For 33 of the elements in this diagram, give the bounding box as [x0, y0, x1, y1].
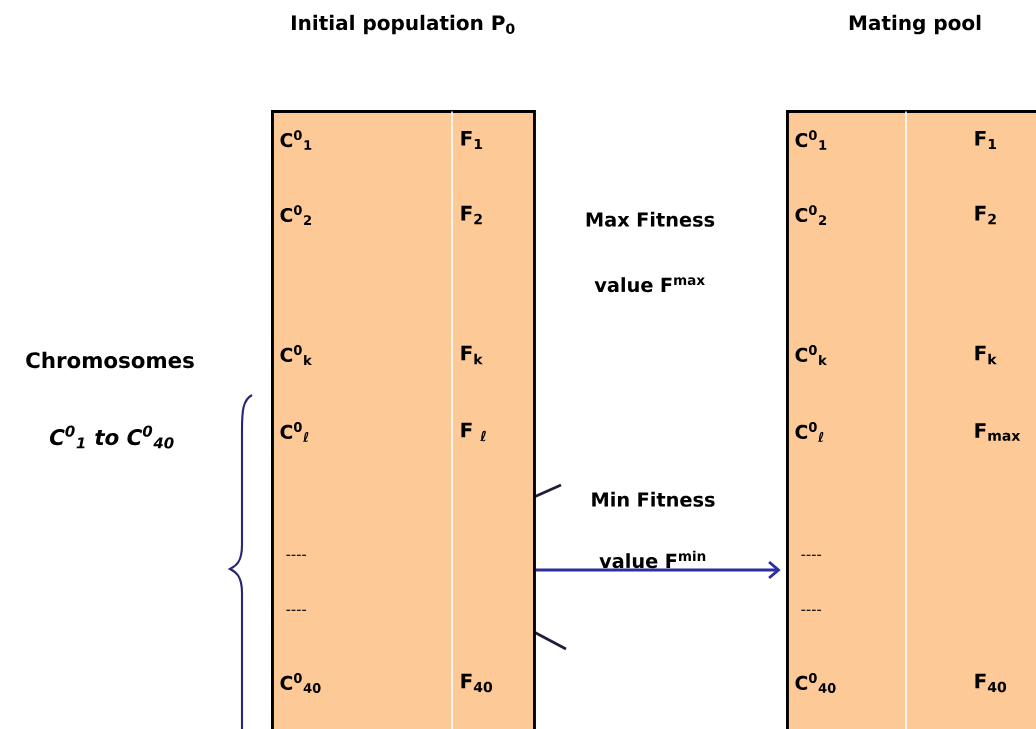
table-cell-text: C$^{0}$k [280, 345, 312, 365]
column-heading: Initial population P$_{0}$ [292, 14, 515, 35]
side-label: C$^{0}$$_{1}$ to C$^{0}$40 [49, 425, 174, 449]
table-cell-text: C$^{0}$1 [795, 130, 827, 150]
table-column [271, 110, 536, 729]
table-cell-text: F$_{max}$ [975, 423, 1021, 441]
arrow [535, 560, 781, 580]
annotation-text: Max Fitness value F$^{max}$ [586, 211, 715, 293]
table-cell-text: F$_{40}$ [461, 673, 493, 693]
side-label: Chromosomes [26, 351, 194, 369]
table-cell-text: C$^{0}$1 [280, 130, 312, 150]
table-cell-text: ---- [286, 609, 307, 611]
table-cell-text: F$_{k}$ [461, 345, 483, 365]
table-cell-text: C$^{0}$k [795, 345, 827, 365]
table-cell-text: C$^{0}$2 [280, 205, 312, 225]
table-cell-text: F$_{1}$ [461, 130, 483, 150]
table-cell-text: C$^{0}$40 [795, 673, 836, 693]
table-cell-text: C$^{0}$2 [795, 205, 827, 225]
table-cell-text: C$^{0}$ℓ [280, 422, 309, 442]
table-cell-text: F$_{2}$ [975, 205, 996, 225]
table-column [786, 110, 1036, 729]
table-cell-text: F$_{2}$ [461, 205, 482, 225]
table-cell-text: F $_{ℓ}$ [461, 422, 486, 442]
table-cell-text: C$^{0}$40 [280, 673, 321, 693]
table-cell-text: ---- [801, 554, 822, 556]
table-cell-text: ---- [286, 554, 307, 556]
table-cell-text: C$^{0}$ℓ [795, 422, 824, 442]
table-cell-text: F$_{40}$ [975, 673, 1007, 693]
table-cell-text: ---- [801, 609, 822, 611]
annotation-text: Min Fitness value F$^{min}$ [592, 491, 715, 569]
column-heading: Mating pool [849, 14, 981, 35]
table-cell-text: F$_{k}$ [975, 345, 997, 365]
table-cell-text: F$_{1}$ [975, 130, 997, 150]
